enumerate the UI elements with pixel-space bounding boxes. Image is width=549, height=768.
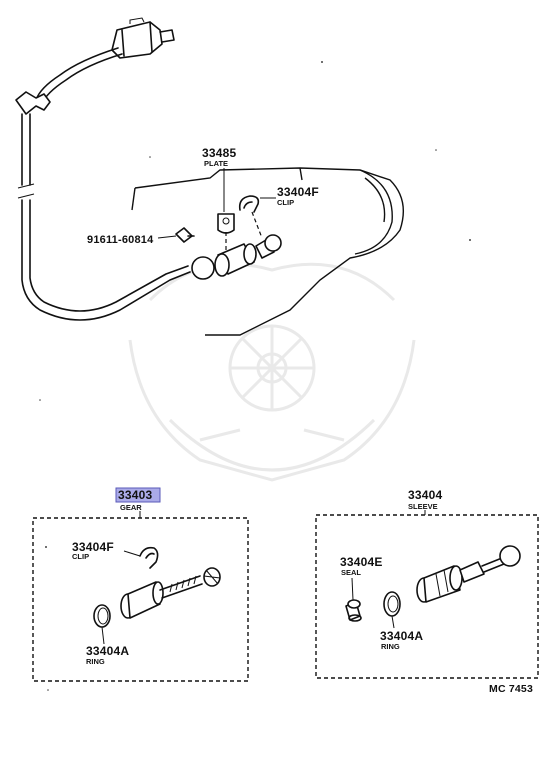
- plate-part-number[interactable]: 33485: [202, 146, 236, 160]
- gear-part-name: GEAR: [120, 503, 142, 512]
- seal-leader: [351, 577, 354, 601]
- gear-highlight: [115, 487, 161, 503]
- scan-dots: [39, 61, 471, 691]
- transmission-housing: [131, 167, 404, 336]
- driven-gear-assembly: [191, 234, 282, 280]
- gear-kit-box: [32, 517, 249, 682]
- sleeve-kit-box: [315, 514, 539, 679]
- clip-top-part-number[interactable]: 33404F: [277, 185, 319, 199]
- ring-right-part-name: RING: [381, 642, 400, 651]
- ring-left-part-name: RING: [86, 657, 105, 666]
- clip-box-leader: [123, 550, 141, 557]
- driven-gear-part: [120, 567, 221, 619]
- seal-part-name: SEAL: [341, 568, 361, 577]
- clip-part-box: [139, 546, 159, 569]
- clip-top-part-name: CLIP: [277, 198, 294, 207]
- clip-box-part-name: CLIP: [72, 552, 89, 561]
- plate-part-name: PLATE: [204, 159, 228, 168]
- ring-left-leader: [101, 626, 105, 645]
- watermark-emblem: [128, 262, 416, 482]
- ring-left-part-number[interactable]: 33404A: [86, 644, 129, 658]
- diagram-code: MC 7453: [489, 683, 533, 695]
- ring-part-right: [383, 591, 401, 617]
- clip-part-top: [238, 195, 260, 213]
- assembly-guide-clip: [251, 211, 263, 239]
- sleeve-part: [416, 545, 521, 603]
- seal-part: [345, 599, 362, 622]
- cable-connector: [111, 17, 175, 59]
- bolt-part: [175, 227, 195, 243]
- ring-part-left: [93, 604, 111, 628]
- clip-box-part-number[interactable]: 33404F: [72, 540, 114, 554]
- seal-part-number[interactable]: 33404E: [340, 555, 383, 569]
- sleeve-part-number[interactable]: 33404: [408, 488, 442, 502]
- speedometer-cable: [15, 47, 191, 321]
- bolt-leader: [157, 235, 177, 239]
- sleeve-part-name: SLEEVE: [408, 502, 438, 511]
- ring-right-part-number[interactable]: 33404A: [380, 629, 423, 643]
- gear-part-number[interactable]: 33403: [118, 488, 152, 502]
- ring-right-leader: [391, 615, 395, 629]
- bolt-part-number[interactable]: 91611-60814: [87, 234, 154, 246]
- plate-part: [217, 213, 235, 234]
